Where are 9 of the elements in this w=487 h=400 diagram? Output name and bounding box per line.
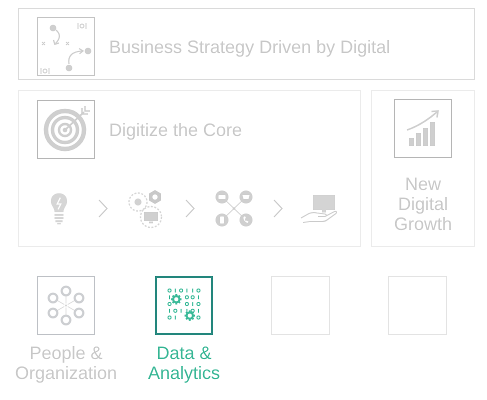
- section-panel: [371, 90, 475, 247]
- pillar-label: Data & Analytics: [146, 343, 222, 383]
- empty-tile: [271, 276, 330, 335]
- empty-tile: [388, 276, 447, 335]
- section-panel: [18, 8, 475, 80]
- chevron-arrow: [98, 200, 108, 218]
- chevron-arrow: [274, 200, 283, 218]
- section-panel: [18, 90, 361, 247]
- chevron-arrow: [186, 200, 195, 218]
